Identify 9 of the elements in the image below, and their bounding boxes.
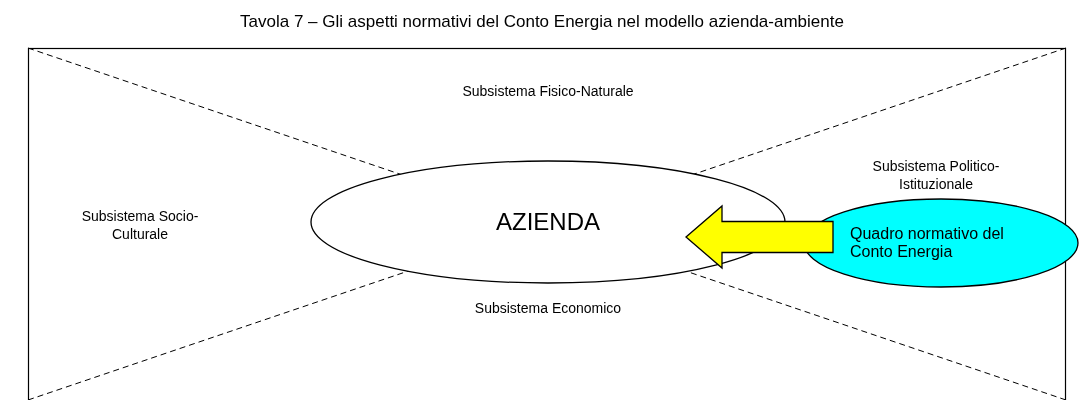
region-label: Subsistema Fisico-Naturale	[461, 82, 635, 100]
region-label: Subsistema Economico	[473, 299, 623, 317]
node-text: AZIENDA	[496, 208, 600, 236]
block-arrow	[685, 204, 834, 270]
region-label: Subsistema Socio-Culturale	[80, 207, 200, 243]
region-label: Subsistema Politico-Istituzionale	[871, 157, 1001, 193]
ellipse-node	[310, 160, 786, 284]
title: Tavola 7 – Gli aspetti normativi del Conto Energia nel modello azienda-ambiente	[239, 12, 845, 32]
node-text: Quadro normativo del Conto Energia	[850, 224, 1005, 262]
